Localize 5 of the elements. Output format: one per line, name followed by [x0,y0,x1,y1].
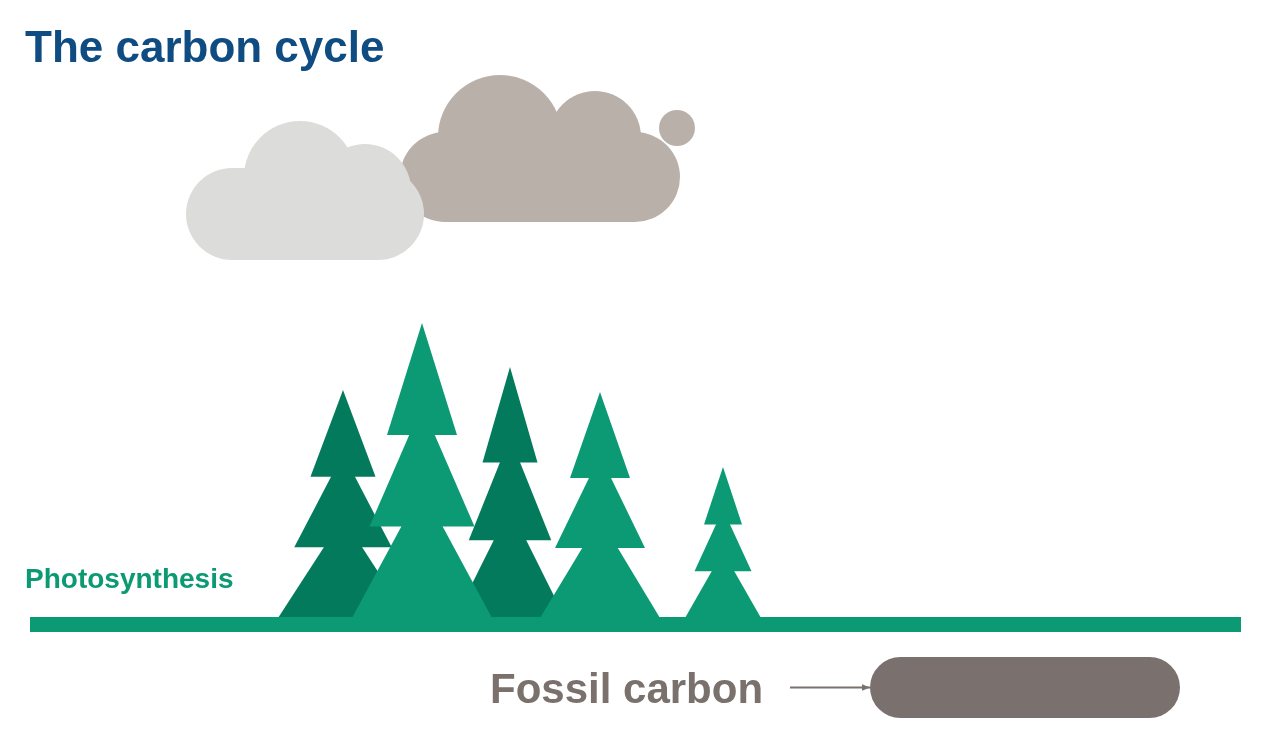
text-label: Fossil carbon [490,662,790,716]
arrow [789,684,871,691]
label-text: Photosynthesis [25,563,234,595]
title: The carbon cycle [25,22,385,72]
rounded-bar [870,657,1180,718]
